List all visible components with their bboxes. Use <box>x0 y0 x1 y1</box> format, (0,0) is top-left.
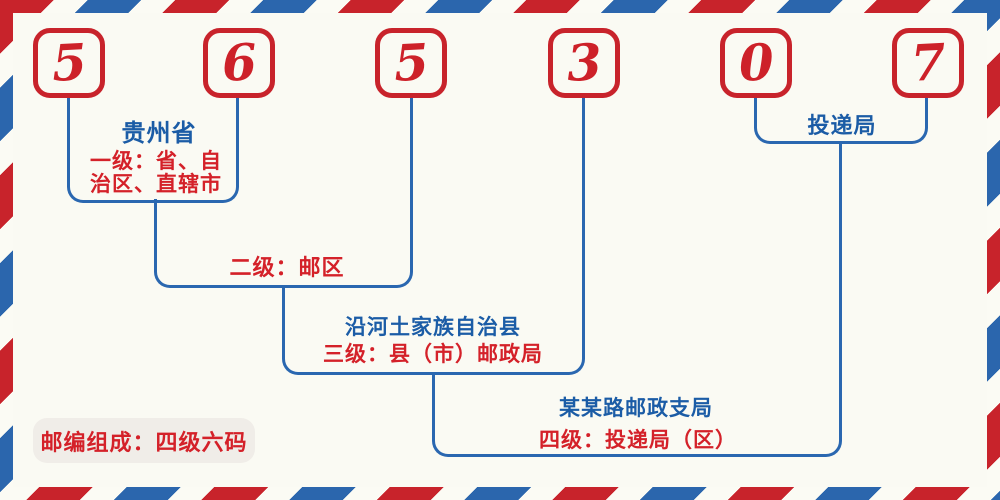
level4-label: 四级：投递局（区） <box>539 429 737 452</box>
bracket-level4-left <box>432 372 592 457</box>
envelope-inner-panel <box>13 13 987 487</box>
bracket-level3-left <box>282 285 392 375</box>
postal-digit-6: 7 <box>909 32 947 93</box>
digit-box-4: 3 <box>548 28 620 98</box>
level1-label-line1: 一级：省、自 <box>90 150 222 173</box>
digit-box-1: 5 <box>33 28 105 98</box>
digit-box-6: 7 <box>892 28 964 98</box>
postal-digit-1: 5 <box>50 32 88 93</box>
composition-label-text: 邮编组成：四级六码 <box>40 429 248 455</box>
composition-label: 邮编组成：四级六码 <box>33 418 255 463</box>
level1-place-name: 贵州省 <box>121 120 197 147</box>
bracket-level2-right <box>264 96 413 288</box>
level1-label-line2: 治区、直辖市 <box>90 173 222 196</box>
bracket-level3-right <box>392 96 585 375</box>
level3-place-name: 沿河土家族自治县 <box>345 316 521 339</box>
level4-place-name: 某某路邮政支局 <box>559 397 713 420</box>
digit-box-3: 5 <box>375 28 447 98</box>
bracket-level1 <box>67 97 239 203</box>
postal-digit-5: 0 <box>737 32 775 93</box>
digit-box-2: 6 <box>203 28 275 98</box>
digit-box-5: 0 <box>720 28 792 98</box>
level2-label: 二级：邮区 <box>229 255 345 280</box>
postal-digit-2: 6 <box>220 32 258 93</box>
bracket-level2-left <box>154 199 264 288</box>
delivery-bureau-label: 投递局 <box>807 113 877 138</box>
postal-digit-4: 3 <box>565 32 603 93</box>
bracket-delivery <box>754 96 928 144</box>
postal-digit-3: 5 <box>392 32 430 93</box>
bracket-level4-right <box>592 141 842 457</box>
level3-label: 三级：县（市）邮政局 <box>323 343 543 366</box>
